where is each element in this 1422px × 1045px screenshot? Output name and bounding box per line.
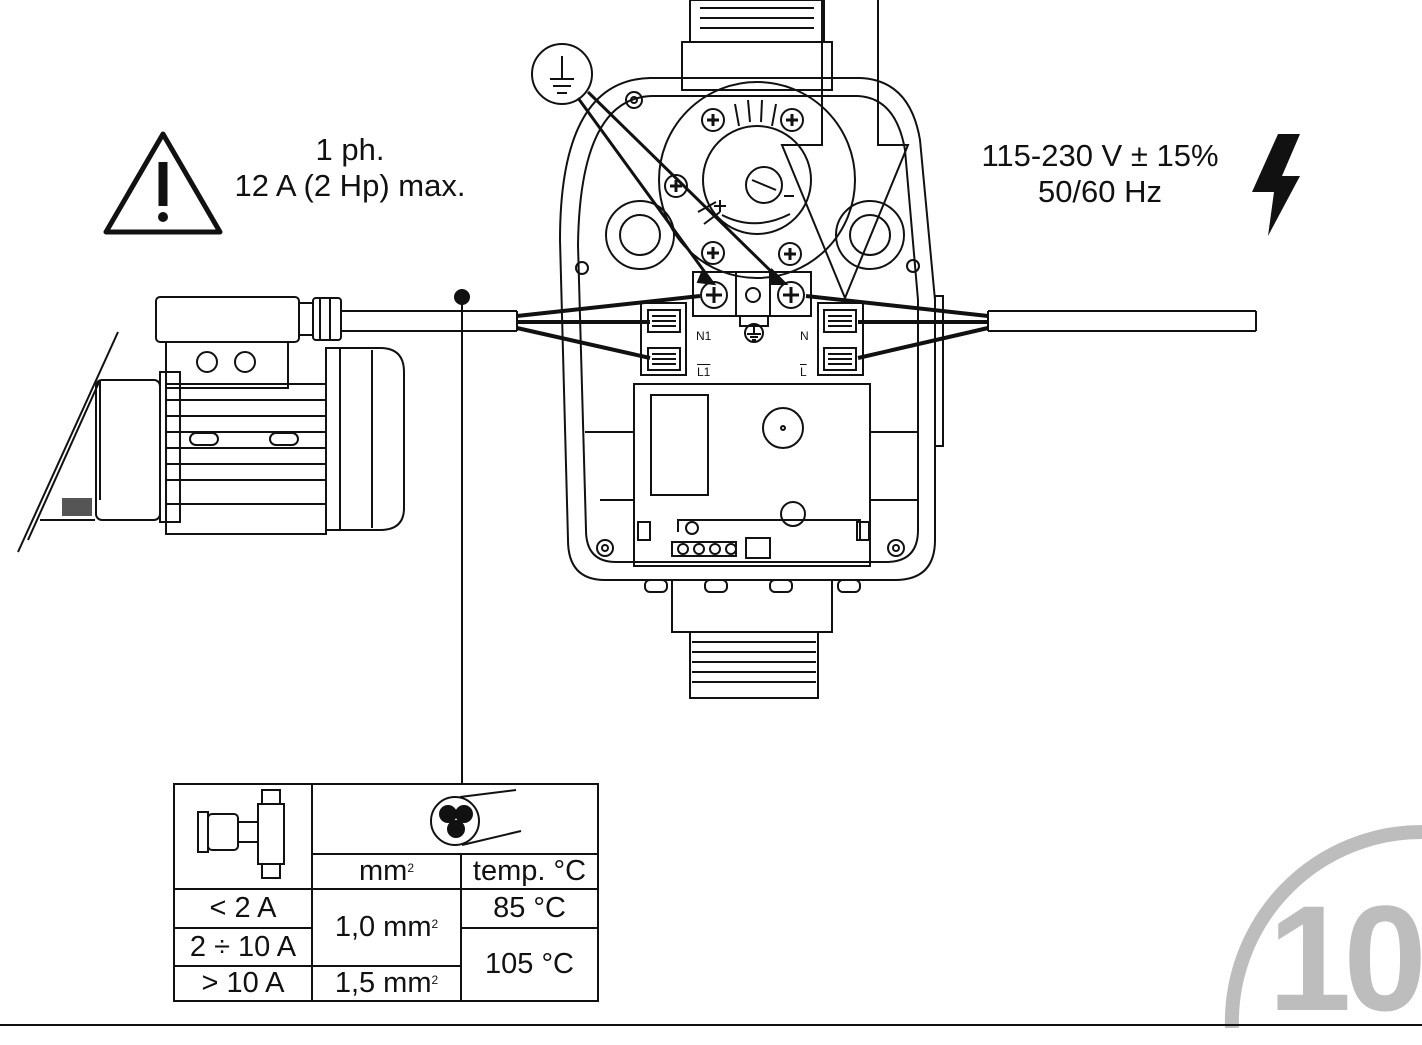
motor-cable bbox=[341, 310, 518, 332]
pump-icon bbox=[197, 789, 285, 879]
supply-cable bbox=[987, 310, 1257, 332]
pump-motor-icon bbox=[17, 296, 405, 553]
terminal-label-n1: N1 bbox=[696, 329, 712, 343]
terminal-label-l1: L1 bbox=[697, 365, 711, 379]
table-temp-low: 85 °C bbox=[493, 892, 566, 924]
table-row-current-mid: 2 ÷ 10 A bbox=[189, 930, 297, 963]
phase-label: 1 ph. bbox=[315, 132, 385, 167]
wires bbox=[516, 294, 989, 360]
cable-table-grid bbox=[173, 783, 599, 1002]
cable-leader-line bbox=[454, 289, 470, 783]
phase-current-spec: 1 ph. 12 A (2 Hp) max. bbox=[200, 132, 500, 203]
table-row-current-high: > 10 A bbox=[201, 967, 285, 999]
lightning-bolt-icon bbox=[1252, 134, 1300, 236]
pressure-controller bbox=[558, 0, 944, 699]
three-core-cable-icon bbox=[430, 789, 522, 846]
warning-triangle-icon bbox=[103, 131, 223, 235]
table-row-current-low: < 2 A bbox=[209, 892, 277, 924]
terminal-label-l: L bbox=[800, 365, 807, 379]
table-temp-high: 105 °C bbox=[485, 948, 574, 980]
earth-symbol-icon bbox=[531, 43, 789, 286]
terminal-label-n: N bbox=[800, 329, 809, 343]
max-current-label: 12 A (2 Hp) max. bbox=[234, 167, 466, 203]
voltage-label: 115-230 V ± 15% bbox=[981, 138, 1219, 173]
page-number: 10 bbox=[1268, 874, 1422, 1042]
table-header-temp: temp. °C bbox=[472, 855, 587, 887]
supply-spec: 115-230 V ± 15% 50/60 Hz bbox=[950, 138, 1250, 209]
frequency-label: 50/60 Hz bbox=[1037, 173, 1163, 209]
page-number-ring bbox=[1224, 825, 1422, 1028]
